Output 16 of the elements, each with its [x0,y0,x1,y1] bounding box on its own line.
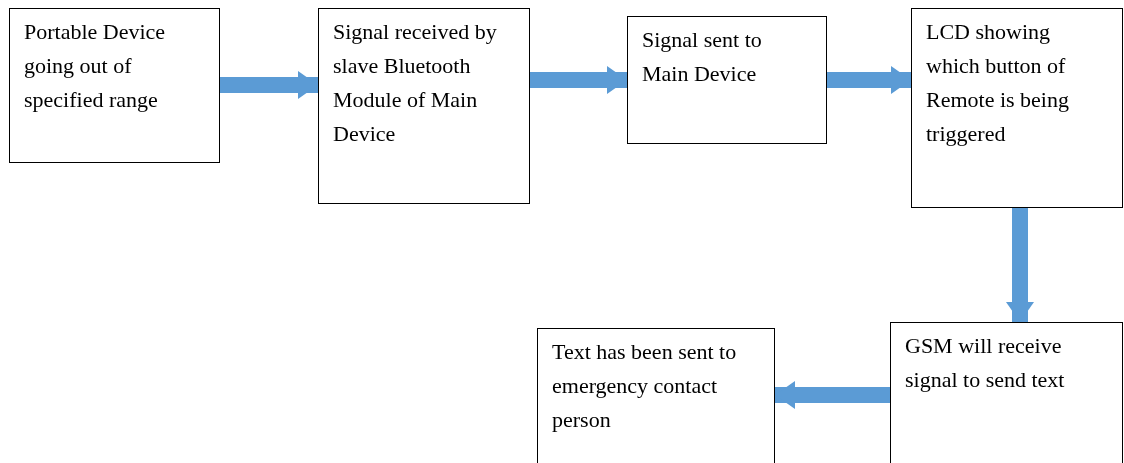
box-text: LCD showing which button of Remote is being triggered [926,18,1070,148]
block-arrow [1006,208,1034,322]
box-text: GSM will receive signal to send text [905,332,1066,394]
block-arrow [827,66,911,94]
process-box [911,8,1123,208]
process-box [537,328,775,463]
box-text: Text has been sent to emergency contact person [552,338,738,434]
box-text: Portable Device going out of specified range [24,18,167,114]
box-text: Signal sent to Main Device [642,26,763,88]
process-box [627,16,827,144]
process-box [9,8,220,163]
process-box [890,322,1123,463]
process-box [318,8,530,204]
block-arrow [530,66,627,94]
box-text: Signal received by slave Bluetooth Module of Main Device [333,18,498,148]
block-arrow [220,71,318,99]
